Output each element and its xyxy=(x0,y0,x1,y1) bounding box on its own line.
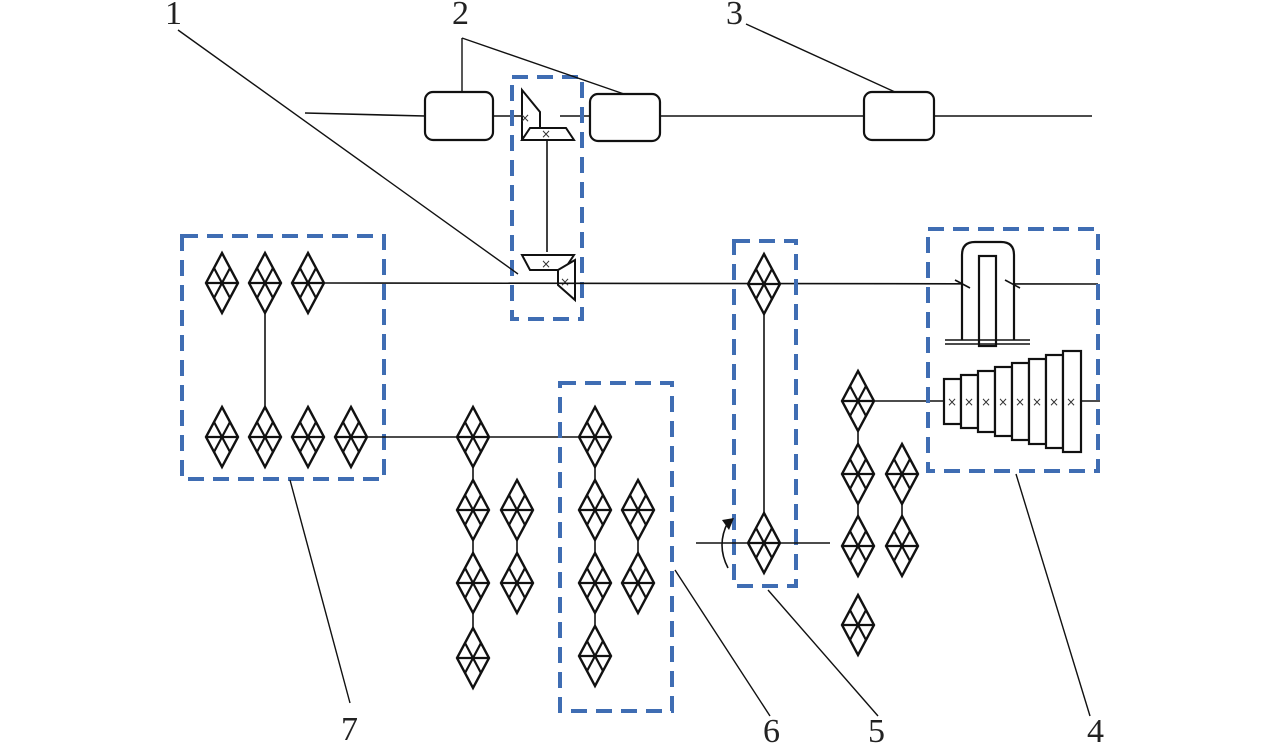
rounded-box-3 xyxy=(862,90,936,142)
leader-4 xyxy=(1015,473,1091,717)
svg-text:×: × xyxy=(520,111,530,125)
dashed-group-7 xyxy=(180,234,386,481)
gear-diamond-icon xyxy=(290,250,326,316)
label-1: 1 xyxy=(165,0,182,32)
gear-diamond-icon xyxy=(290,404,326,470)
svg-text:×: × xyxy=(1049,395,1059,409)
gear-diamond-icon xyxy=(620,477,656,543)
svg-text:×: × xyxy=(1066,395,1076,409)
dashed-group-4 xyxy=(926,227,1100,473)
svg-text:×: × xyxy=(541,257,551,271)
gear-diamond-icon xyxy=(333,404,369,470)
label-5: 5 xyxy=(868,713,885,743)
svg-text:×: × xyxy=(947,395,957,409)
leader-7 xyxy=(289,479,351,704)
gear-diamond-icon xyxy=(204,404,240,470)
leader-6 xyxy=(674,569,771,717)
dashed-group-6 xyxy=(558,381,674,713)
gear-diamond-icon xyxy=(620,550,656,616)
gear-diamond-icon xyxy=(455,550,491,616)
svg-text:×: × xyxy=(541,127,551,141)
gear-diamond-icon xyxy=(455,625,491,691)
dashed-group-5 xyxy=(732,239,798,588)
leader-1 xyxy=(177,29,519,275)
svg-text:×: × xyxy=(1032,395,1042,409)
rounded-box-2a xyxy=(423,90,495,142)
gear-diamond-icon xyxy=(577,550,613,616)
gear-diamond-icon xyxy=(884,513,920,579)
gear-diamond-icon xyxy=(247,404,283,470)
label-4: 4 xyxy=(1087,713,1104,743)
rotation-arrow-icon xyxy=(721,521,729,569)
bevel-gear-bottom: × × xyxy=(520,254,576,303)
gear-diamond-icon xyxy=(455,477,491,543)
svg-text:×: × xyxy=(998,395,1008,409)
leader-3 xyxy=(745,23,896,93)
dashed-group-bevel xyxy=(510,75,584,321)
bevel-gear-top: × × xyxy=(520,87,576,141)
leader-2b xyxy=(461,37,625,95)
gear-diamond-icon xyxy=(499,477,535,543)
gear-diamond-icon xyxy=(204,250,240,316)
label-6: 6 xyxy=(763,713,780,743)
label-2: 2 xyxy=(452,0,469,32)
gear-symbols xyxy=(204,250,920,691)
rounded-box-2b xyxy=(588,92,662,143)
gear-diamond-icon xyxy=(577,623,613,689)
svg-text:×: × xyxy=(1015,395,1025,409)
gear-diamond-icon xyxy=(840,592,876,658)
pulley-assembly xyxy=(945,240,1030,348)
gear-diamond-icon xyxy=(746,251,782,317)
svg-text:×: × xyxy=(964,395,974,409)
gear-diamond-icon xyxy=(577,404,613,470)
rotation-arrowhead-icon xyxy=(722,518,734,530)
gear-diamond-icon xyxy=(455,404,491,470)
gear-diamond-icon xyxy=(840,513,876,579)
gear-diamond-icon xyxy=(884,441,920,507)
gear-diamond-icon xyxy=(499,550,535,616)
svg-text:×: × xyxy=(981,395,991,409)
gear-diamond-icon xyxy=(840,368,876,434)
label-7: 7 xyxy=(341,711,358,743)
leader-5 xyxy=(767,589,879,717)
gear-diamond-icon xyxy=(577,477,613,543)
top-shaft xyxy=(304,112,1092,117)
stepped-cone-gear: × × × × × × × × xyxy=(942,349,1100,454)
gear-diamond-icon xyxy=(746,510,782,576)
gear-diamond-icon xyxy=(840,441,876,507)
label-3: 3 xyxy=(726,0,743,32)
svg-text:×: × xyxy=(560,275,570,289)
gear-diamond-icon xyxy=(247,250,283,316)
